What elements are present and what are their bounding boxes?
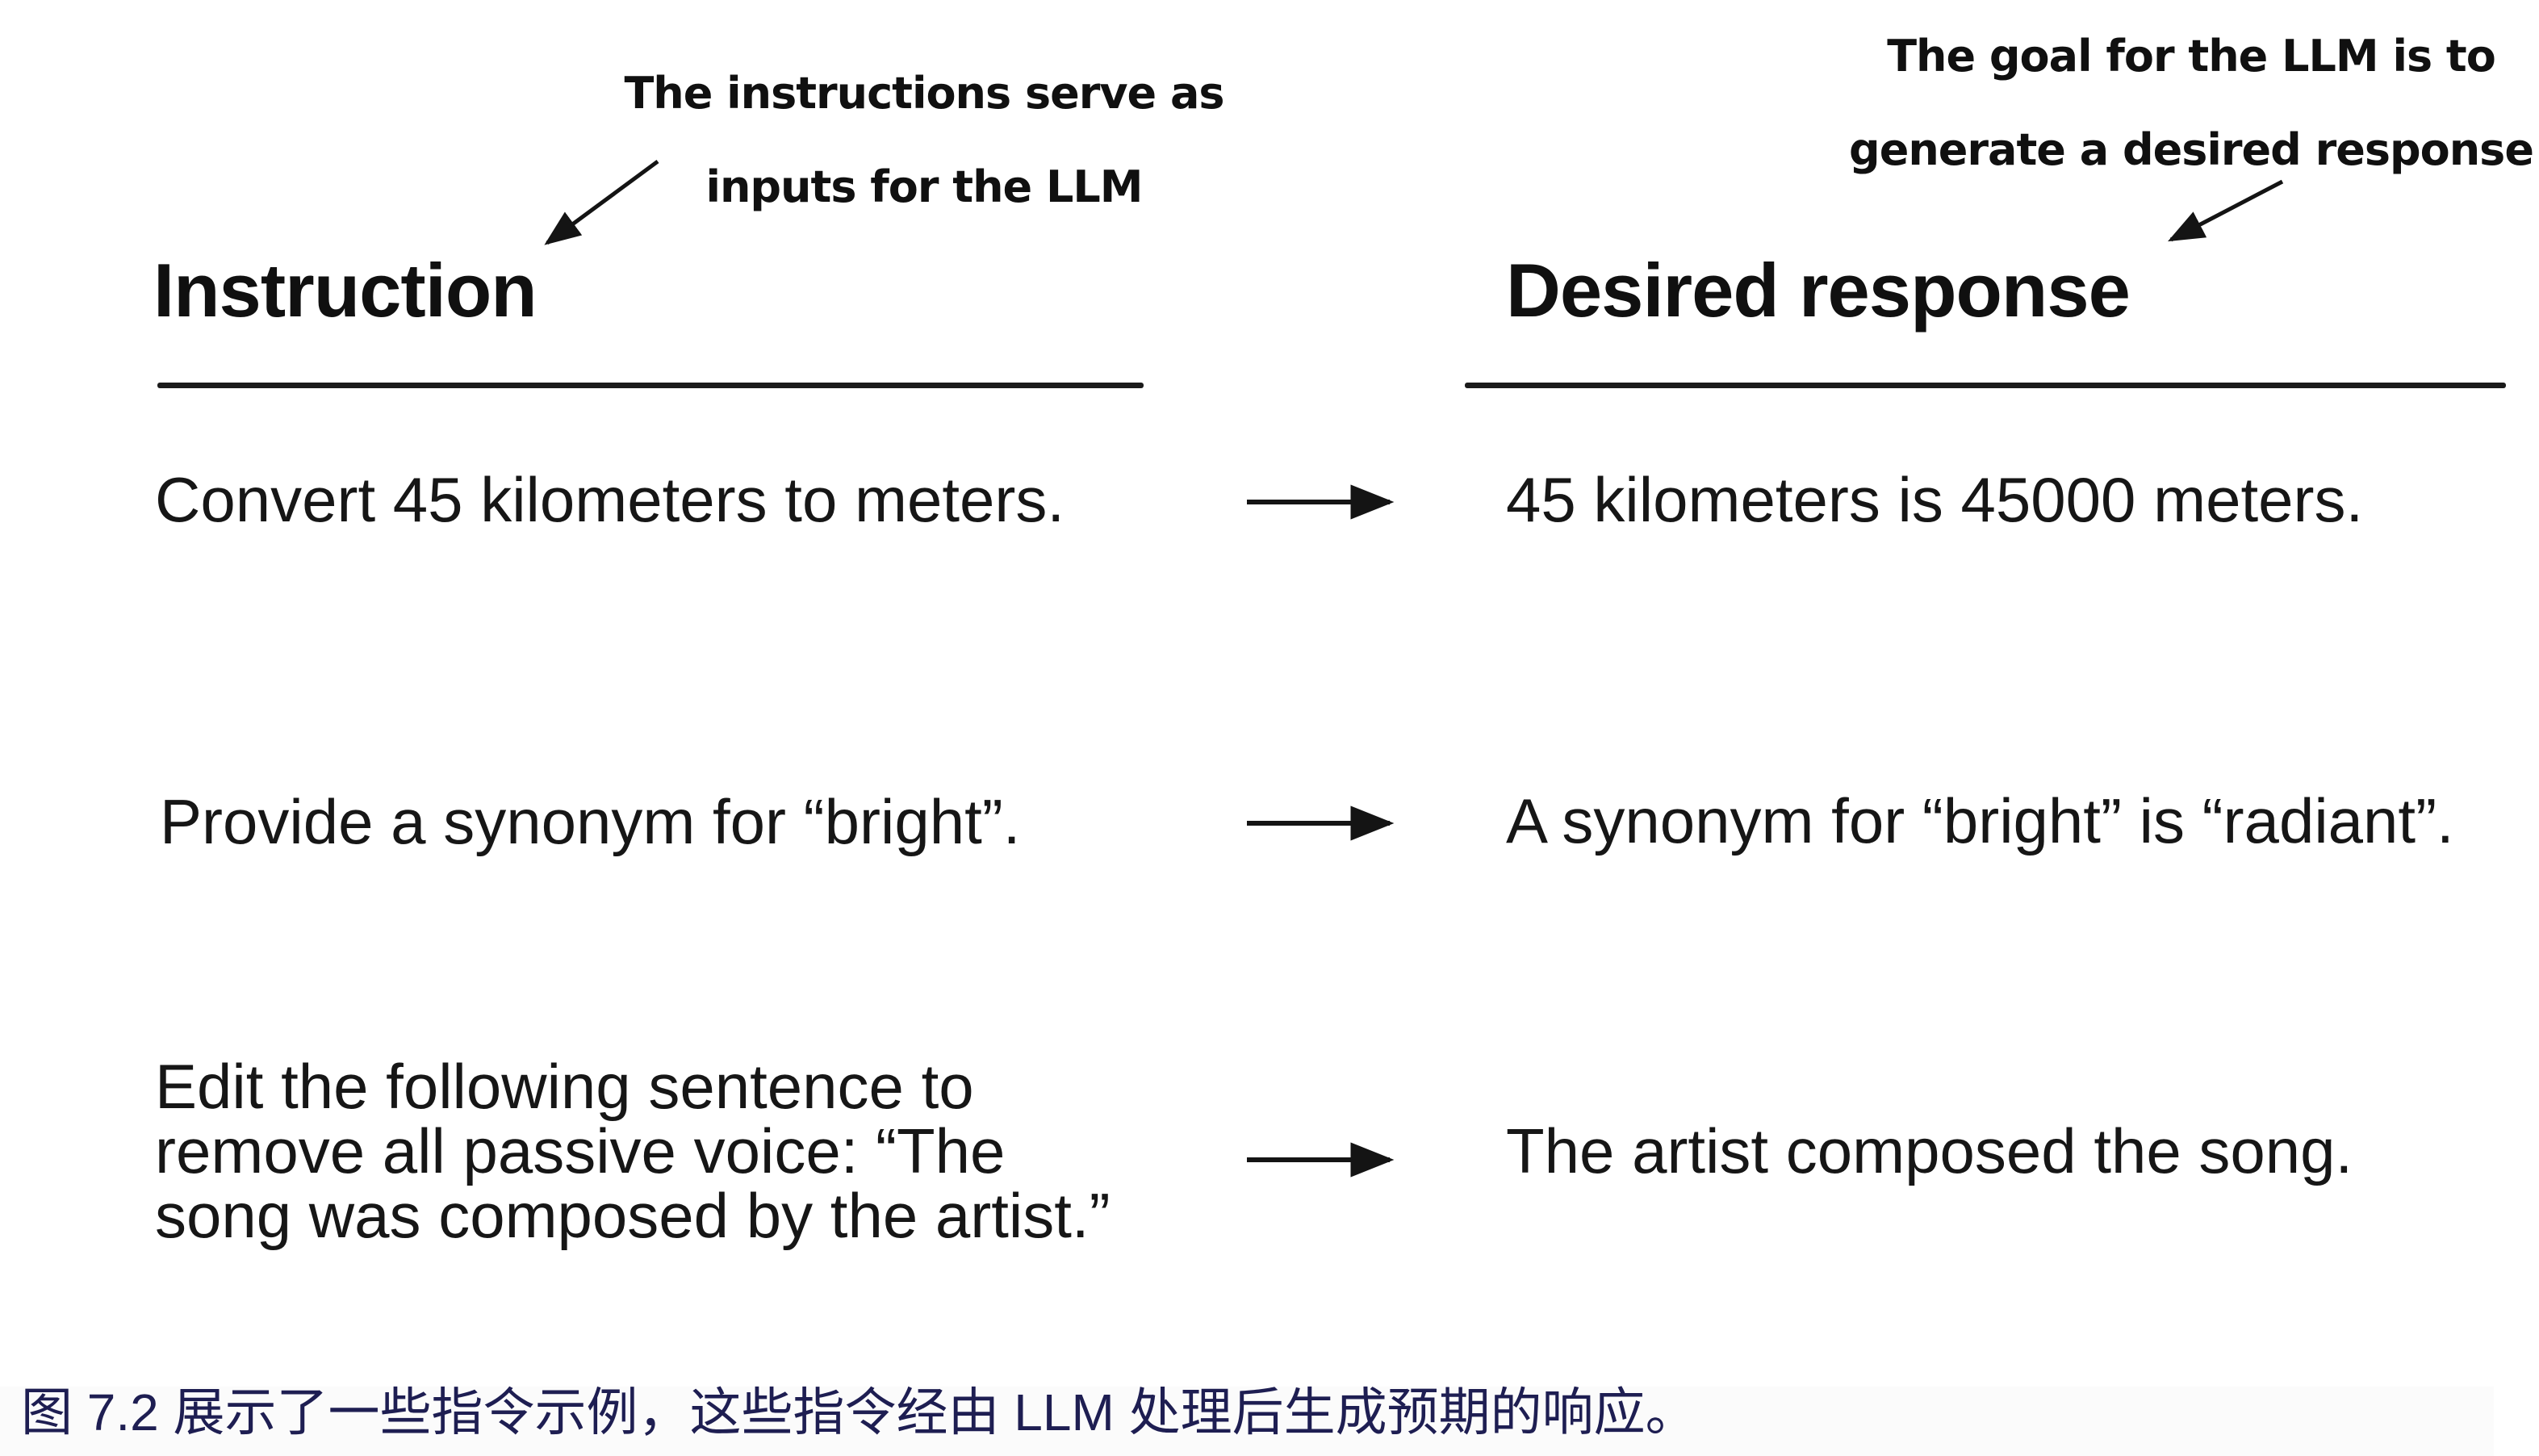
- instruction-column-header: Instruction: [153, 248, 537, 333]
- response-column-header: Desired response: [1506, 248, 2131, 333]
- response-cell-1: 45 kilometers is 45000 meters.: [1506, 467, 2363, 532]
- annotation-line: The goal for the LLM is to: [1887, 31, 2496, 82]
- response-cell-3: The artist composed the song.: [1506, 1119, 2353, 1183]
- instruction-underline: [157, 383, 1144, 388]
- annotation-instructions-note: The instructions serve as inputs for the…: [561, 47, 1287, 234]
- instruction-cell-1: Convert 45 kilometers to meters.: [155, 467, 1065, 532]
- annotation-goal-note: The goal for the LLM is to generate a de…: [1812, 10, 2539, 197]
- annotation-line: The instructions serve as: [624, 68, 1224, 119]
- response-text: 45 kilometers is 45000 meters.: [1506, 464, 2364, 535]
- response-text: A synonym for “bright” is “radiant”.: [1506, 785, 2454, 856]
- annotation-line: inputs for the LLM: [705, 161, 1143, 212]
- instruction-text: song was composed by the artist.”: [155, 1180, 1111, 1251]
- response-underline: [1465, 383, 2506, 388]
- instruction-text: Convert 45 kilometers to meters.: [155, 464, 1065, 535]
- caption-strip: [0, 1387, 2494, 1456]
- instruction-text: Edit the following sentence to: [155, 1051, 974, 1122]
- response-cell-2: A synonym for “bright” is “radiant”.: [1506, 789, 2454, 853]
- instruction-text: remove all passive voice: “The: [155, 1115, 1006, 1186]
- annotation-line: generate a desired response: [1849, 124, 2534, 175]
- response-text: The artist composed the song.: [1506, 1115, 2353, 1186]
- figure-caption: 图 7.2 展示了一些指令示例，这些指令经由 LLM 处理后生成预期的响应。: [21, 1383, 1697, 1441]
- instruction-cell-3: Edit the following sentence to remove al…: [155, 1054, 1111, 1248]
- instruction-text: Provide a synonym for “bright”.: [160, 786, 1021, 857]
- instruction-cell-2: Provide a synonym for “bright”.: [160, 789, 1020, 854]
